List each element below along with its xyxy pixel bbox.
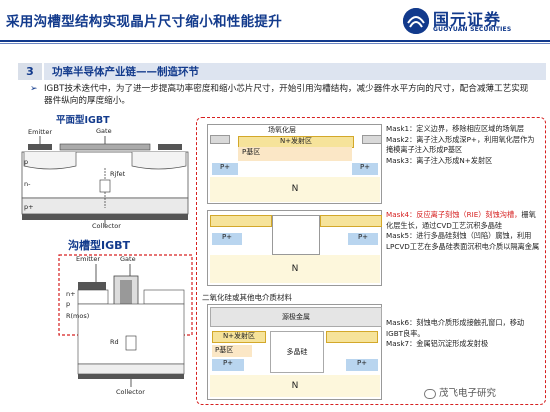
section-title: 功率半导体产业链——制造环节 xyxy=(52,66,199,78)
logo-text-cn: 国元证券 xyxy=(433,10,502,29)
mask4-text: 栅氧化层生长，通过CVD工艺沉积多晶硅 xyxy=(386,210,536,230)
trench-collector-label: Collector xyxy=(116,388,145,396)
header-divider-thin xyxy=(0,43,550,44)
step1-mask-list: Mask1：定义边界，移除相应区域的场氧层 Mask2：离子注入形成深P+，利用… xyxy=(386,124,540,166)
mask5-text: Mask5：进行多晶硅刻蚀（凹陷）腐蚀，利用LPCVD工艺在多晶硅表面沉积电介质… xyxy=(386,231,540,251)
step1-pplus-left: P+ xyxy=(212,163,238,175)
mask1-text: Mask1：定义边界，移除相应区域的场氧层 xyxy=(386,124,525,133)
step3-nplus-region: N+发射区 xyxy=(212,331,266,343)
mask6-text: Mask6：刻蚀电介质形成接触孔窗口，移动IGBT良率。 xyxy=(386,318,525,338)
bullet-marker-icon: ➢ xyxy=(30,84,38,94)
step3-cross-section: 源极金属 N+发射区 P基区 多晶硅 P+ P+ N xyxy=(207,304,382,400)
planar-igbt-title: 平面型IGBT xyxy=(56,115,110,126)
step3-nplus-right xyxy=(326,331,378,343)
step3-caption: 二氧化硅或其他电介质材料 xyxy=(202,293,292,302)
mask3-text: Mask3：离子注入形成N+发射区 xyxy=(386,155,493,165)
step2-pplus-left: P+ xyxy=(212,233,242,245)
step1-cross-section: 场氧化层 N+发射区 P基区 P+ P+ N xyxy=(207,124,382,204)
mask7-text: Mask7：金属铝沉淀形成发射极 xyxy=(386,339,489,348)
planar-igbt-diagram xyxy=(20,128,190,228)
trench-igbt-title: 沟槽型IGBT xyxy=(68,239,131,252)
planar-p-label: p xyxy=(24,158,29,166)
watermark: 茂飞电子研究 xyxy=(424,385,496,399)
step2-nplus-left xyxy=(210,215,272,227)
step2-pplus-right: P+ xyxy=(348,233,378,245)
step2-cross-section: P+ P+ N xyxy=(207,210,382,286)
step3-pplus-left: P+ xyxy=(212,359,244,371)
watermark-text: 茂飞电子研究 xyxy=(439,388,497,399)
planar-emitter-label: Emitter xyxy=(28,128,53,136)
trench-nplus-label: n+ xyxy=(66,290,76,298)
step1-oxide-left xyxy=(210,135,230,144)
step3-poly-region: 多晶硅 xyxy=(270,331,324,373)
step3-metal-layer: 源极金属 xyxy=(210,307,382,327)
bullet-text: IGBT技术迭代中，为了进一步提高功率密度和缩小芯片尺寸，开始引用沟槽结构，减少… xyxy=(44,84,529,106)
mask2-text: Mask2：离子注入形成深P+，利用氧化层作为掩模离子注入形成P基区 xyxy=(386,134,535,155)
trench-emitter-label: Emitter xyxy=(76,255,101,263)
process-steps-frame xyxy=(196,117,546,405)
step1-oxide-right xyxy=(362,135,382,144)
mask4-text-highlight: Mask4：反应离子刻蚀（RIE）刻蚀沟槽， xyxy=(386,210,522,219)
step2-trench xyxy=(272,215,320,255)
step2-nplus-right xyxy=(320,215,382,227)
step1-n-region: N xyxy=(210,177,380,202)
planar-pplus-label: p+ xyxy=(24,203,34,211)
trench-rmos-label: R(mos) xyxy=(66,312,90,320)
trench-p-label: p xyxy=(66,300,71,308)
guoyuan-logo-icon xyxy=(403,8,429,34)
section-bar xyxy=(44,63,546,80)
step1-pplus-right: P+ xyxy=(352,163,378,175)
planar-collector-label: Collector xyxy=(92,222,121,230)
wechat-icon xyxy=(424,388,436,399)
step3-n-region: N xyxy=(210,375,380,397)
step2-mask-list: Mask4：反应离子刻蚀（RIE）刻蚀沟槽，栅氧化层生长，通过CVD工艺沉积多晶… xyxy=(386,210,540,252)
trench-igbt-diagram xyxy=(58,254,193,394)
page-title: 采用沟槽型结构实现晶片尺寸缩小和性能提升 xyxy=(6,14,282,30)
step3-pplus-right: P+ xyxy=(346,359,378,371)
planar-nminus-label: n- xyxy=(24,180,31,188)
step2-n-region: N xyxy=(210,255,380,283)
trench-gate-label: Gate xyxy=(120,255,136,263)
section-number: 3 xyxy=(18,63,42,80)
step3-pbase-region: P基区 xyxy=(212,345,252,357)
step3-metal-label: 源极金属 xyxy=(282,313,310,321)
trench-rd-label: Rd xyxy=(110,338,119,346)
planar-gate-label: Gate xyxy=(96,127,112,135)
step1-pbase-region: P基区 xyxy=(238,147,352,161)
step3-mask-list: Mask6：刻蚀电介质形成接触孔窗口，移动IGBT良率。 Mask7：金属铝沉淀… xyxy=(386,318,540,350)
planar-rjfet-label: Rjfet xyxy=(110,170,126,178)
header-divider xyxy=(0,40,550,42)
step1-oxide-label: 场氧化层 xyxy=(268,126,296,134)
logo-text-en: GUOYUAN SECURITIES xyxy=(433,26,512,33)
